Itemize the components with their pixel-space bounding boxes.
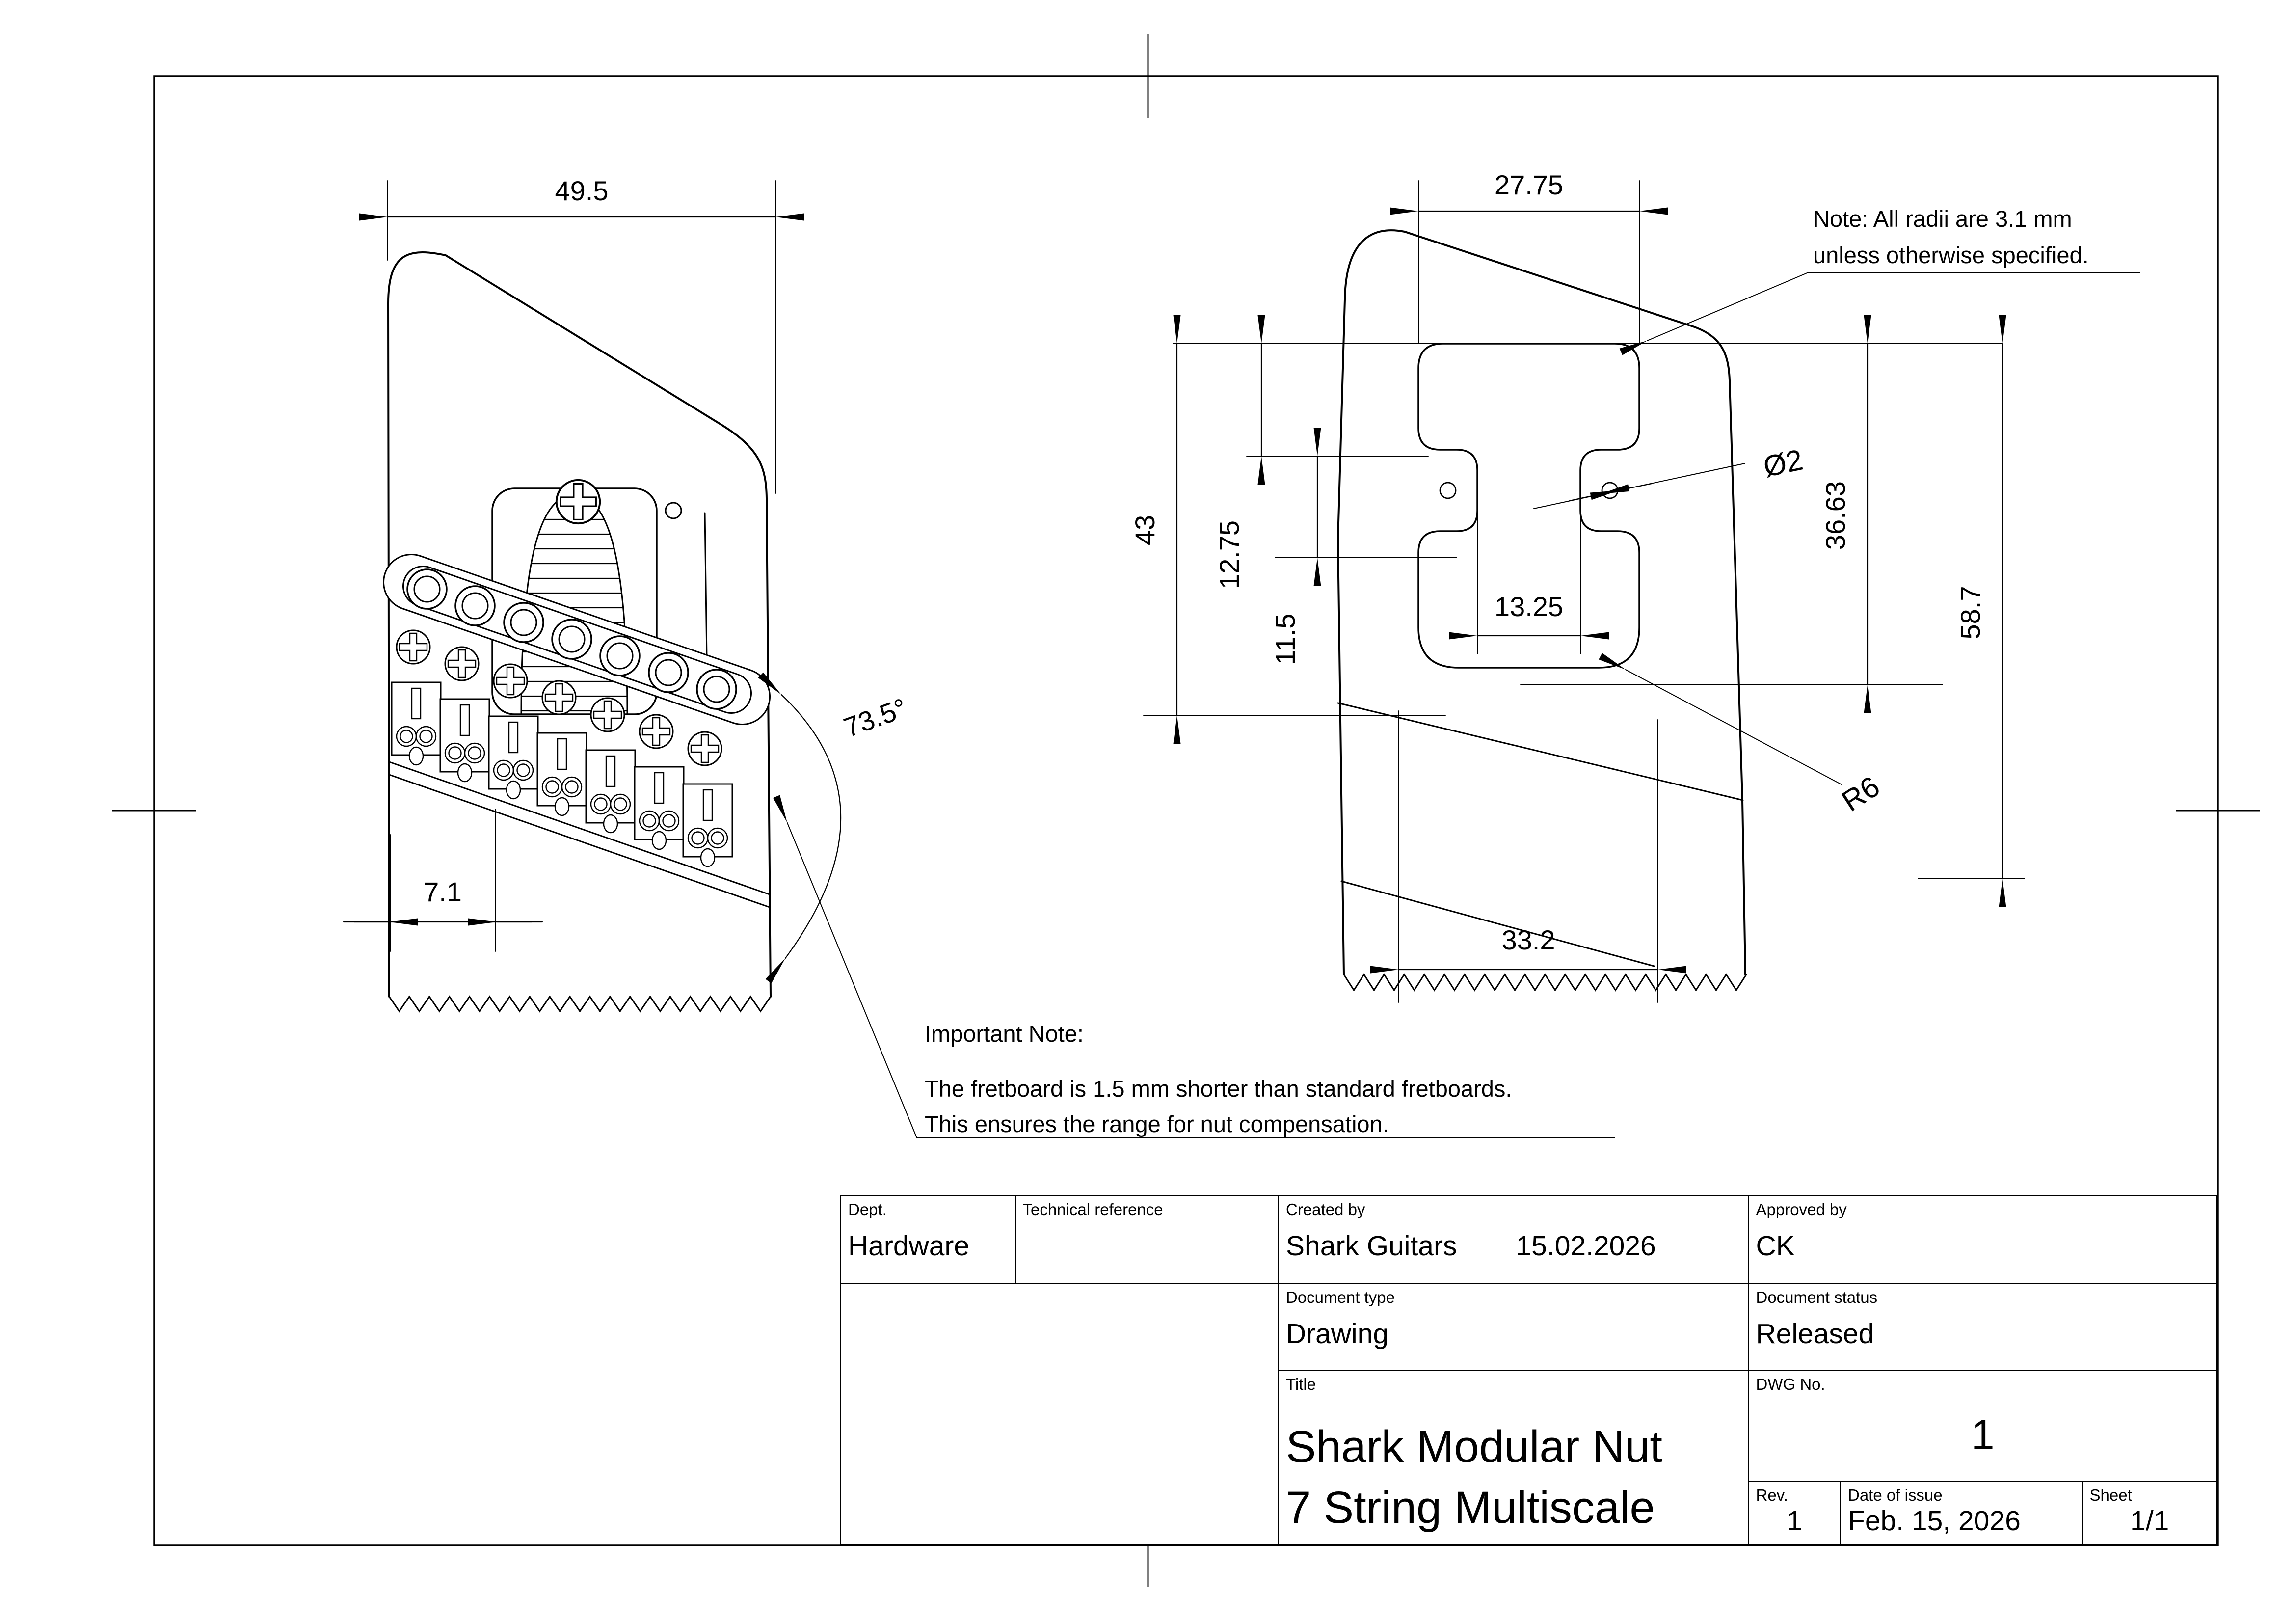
drawing-title-line1: Shark Modular Nut [1286,1422,1662,1472]
created-by-date: 15.02.2026 [1516,1230,1656,1262]
drawing-title-line2: 7 String Multiscale [1286,1483,1655,1533]
dim-bottom-width-33-2: 33.2 [1370,710,1686,1003]
dept-label: Dept. [848,1200,887,1218]
rev-value: 1 [1787,1505,1802,1537]
dim-angle-73-5: 73.5° [758,672,911,984]
dim-tab-gap-13-25: 13.25 [1449,515,1609,654]
dim-pocket-step2-11-5: 11.5 [1270,428,1321,665]
dim-radius-r6: R6 [1599,653,1886,818]
titleblock-rev-cell: Rev. 1 [1749,1482,1840,1544]
svg-text:43: 43 [1129,515,1160,545]
titleblock-document-type-cell: Document type Drawing [1279,1284,1748,1370]
document-status-value: Released [1756,1318,1874,1350]
titleblock-created-by-cell: Created by Shark Guitars 15.02.2026 [1279,1196,1748,1283]
screw-hole-left [1439,482,1457,499]
svg-text:13.25: 13.25 [1495,591,1563,622]
important-note-line3: This ensures the range for nut compensat… [925,1111,1389,1137]
created-by-label: Created by [1286,1200,1365,1218]
titleblock-technical-reference-cell: Technical reference [1015,1196,1278,1283]
radius-note-line1: Note: All radii are 3.1 mm [1813,206,2072,232]
created-by-value: Shark Guitars [1286,1230,1457,1262]
document-type-label: Document type [1286,1288,1395,1306]
headstock-outline [387,251,772,998]
screw-hole-right [1601,482,1619,499]
svg-text:36.63: 36.63 [1820,481,1851,550]
titleblock-title-cell: Title Shark Modular Nut 7 String Multisc… [1279,1371,1748,1544]
titleblock-approved-by-cell: Approved by CK [1749,1196,2216,1283]
svg-text:58.7: 58.7 [1955,586,1986,640]
fretboard-edge-2 [388,774,771,908]
titleblock-sheet-cell: Sheet 1/1 [2082,1482,2216,1544]
break-line-right-view [1343,973,1747,992]
titleblock-date-of-issue-cell: Date of issue Feb. 15, 2026 [1841,1482,2082,1544]
headstock-rear-outline [1336,229,1746,975]
date-of-issue-value: Feb. 15, 2026 [1848,1505,2021,1537]
dim-top-width-27-75: 27.75 [1390,169,1668,344]
approved-by-label: Approved by [1756,1200,1847,1218]
rev-label: Rev. [1756,1486,1788,1504]
nut-pocket-outline [1417,343,1640,669]
dept-value: Hardware [848,1230,970,1262]
technical-reference-label: Technical reference [1022,1200,1163,1218]
dim-pocket-height-36-63: 36.63 [1820,315,1871,713]
svg-text:11.5: 11.5 [1270,614,1301,665]
dim-nut-pitch-7-1: 7.1 [343,809,543,952]
titleblock-dept-cell: Dept. Hardware [841,1196,1015,1283]
date-of-issue-label: Date of issue [1848,1486,1943,1504]
front-view: 49.5 [343,175,1615,1138]
titleblock-document-status-cell: Document status Released [1749,1284,2216,1370]
rear-view: 27.75 43 12.75 11.5 36.63 58.7 [1129,169,2140,1003]
svg-text:Ø2: Ø2 [1761,443,1806,484]
important-note-line2: The fretboard is 1.5 mm shorter than sta… [925,1076,1512,1102]
svg-text:12.75: 12.75 [1214,520,1245,589]
dim-label-nut-pitch: 7.1 [424,876,462,907]
dim-label-width: 49.5 [555,175,609,206]
titleblock-empty-cell [841,1284,1278,1544]
pocket-edge-line [704,512,708,659]
sheet-label: Sheet [2089,1486,2132,1504]
dim-label-angle: 73.5° [840,692,911,743]
title-block: Dept. Hardware Technical reference Creat… [840,1195,2218,1545]
break-line-left-view [388,995,772,1013]
important-note-leader [773,795,1615,1138]
important-note-line1: Important Note: [925,1021,1084,1047]
sheet-frame [112,34,2260,1587]
sheet-value: 1/1 [2130,1505,2169,1537]
svg-text:33.2: 33.2 [1502,924,1555,955]
dim-hole-dia-2: Ø2 [1533,443,1806,509]
dwg-no-label: DWG No. [1756,1375,1825,1393]
document-status-label: Document status [1756,1288,1878,1306]
dim-width-49-5: 49.5 [359,175,804,494]
radius-note-line2: unless otherwise specified. [1813,242,2089,268]
dim-label-top-width: 27.75 [1495,169,1563,200]
radius-note-leader [1619,272,1808,355]
radius-note: Note: All radii are 3.1 mm unless otherw… [1619,206,2140,355]
dim-height-43: 43 [1129,315,1181,744]
approved-by-value: CK [1756,1230,1795,1262]
neck-transition-line-2 [1340,880,1655,967]
neck-transition-line-1 [1337,702,1744,801]
titleblock-dwg-no-cell: DWG No. 1 [1749,1371,2216,1481]
dim-pocket-step1-12-75: 12.75 [1214,315,1265,589]
side-screw-hole [665,502,682,519]
fretboard-edge-1 [388,761,771,895]
title-label: Title [1286,1375,1316,1393]
dim-total-height-58-7: 58.7 [1955,315,2006,907]
svg-text:R6: R6 [1836,770,1886,818]
important-note: Important Note: The fretboard is 1.5 mm … [925,1021,1512,1137]
dwg-no-value: 1 [1971,1411,1995,1459]
document-type-value: Drawing [1286,1318,1389,1350]
